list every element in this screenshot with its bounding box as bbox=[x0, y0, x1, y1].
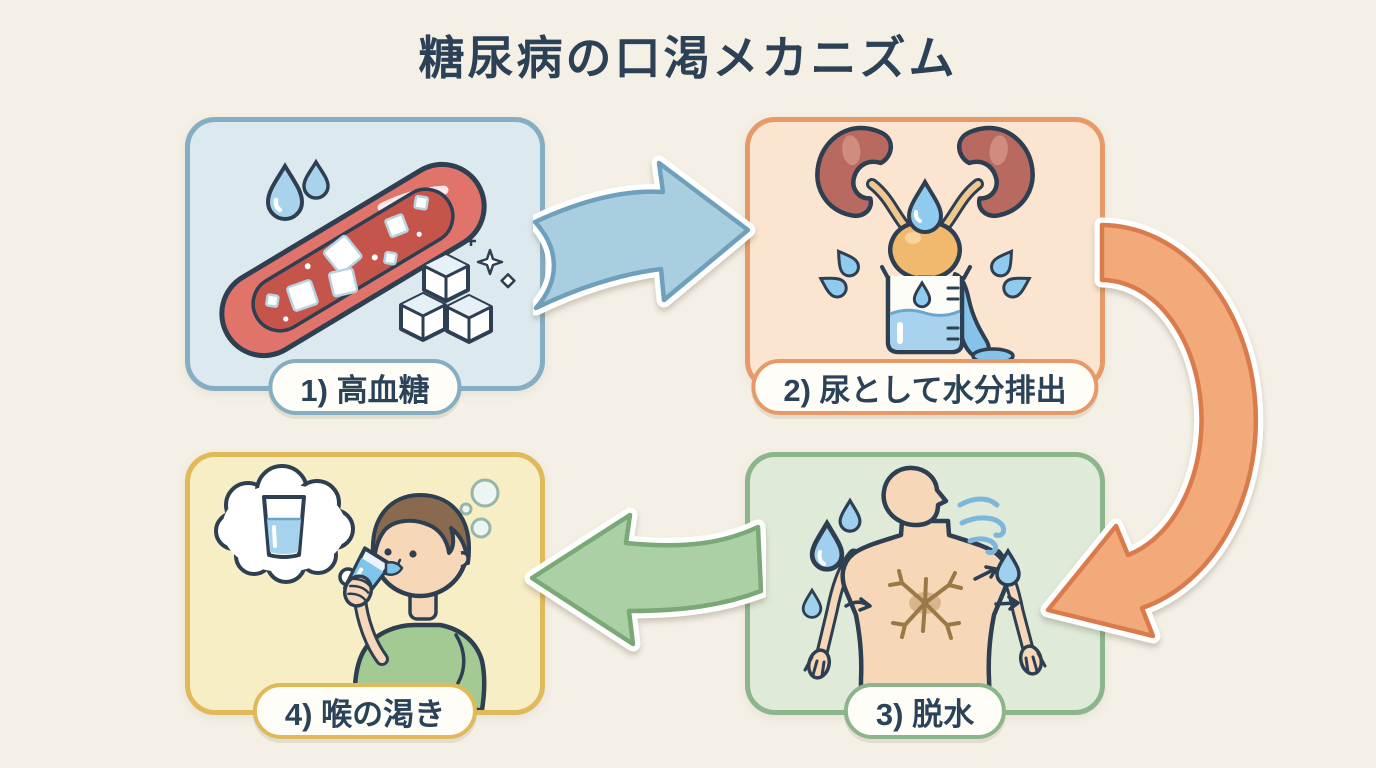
thought-bubble-icon bbox=[214, 464, 367, 596]
panel-step4-thirst: 4) 喉の渇き bbox=[185, 452, 545, 739]
person-drinking-icon bbox=[343, 493, 487, 710]
hand-icon bbox=[343, 574, 373, 608]
water-sip bbox=[384, 560, 404, 576]
page-title: 糖尿病の口渇メカニズム bbox=[418, 32, 958, 84]
hair bbox=[371, 493, 471, 565]
step1-label: 1) 高血糖 bbox=[268, 359, 462, 415]
splash-drops-icon bbox=[818, 249, 1032, 299]
dehydrated-body-icon bbox=[803, 465, 1047, 710]
kidney-left-icon bbox=[815, 125, 893, 219]
arrow-step2-to-step3-icon bbox=[1040, 217, 1264, 644]
water-drops-icon bbox=[265, 158, 330, 221]
urine-drop-icon bbox=[906, 177, 944, 234]
bubbles-icon bbox=[459, 478, 500, 539]
crack-lines-icon bbox=[888, 569, 963, 640]
ear bbox=[460, 551, 470, 569]
arrow-step3-to-step4-icon bbox=[524, 507, 766, 652]
kidney-right-icon bbox=[957, 125, 1035, 219]
arrow-step1-to-step2-icon bbox=[533, 155, 756, 316]
water-loss-arrows-icon bbox=[844, 565, 1020, 612]
sweat-drops-icon bbox=[801, 497, 1021, 619]
panel-step3-dehydration: 3) 脱水 bbox=[745, 452, 1105, 739]
blood-vessel-icon bbox=[219, 161, 487, 359]
water-glass-icon bbox=[262, 495, 306, 559]
blood-vessel-illustration bbox=[219, 158, 516, 359]
panel-step1-hyperglycemia: 1) 高血糖 bbox=[185, 117, 545, 415]
person-drinking-illustration bbox=[214, 464, 500, 710]
step4-label: 4) 喉の渇き bbox=[252, 683, 478, 739]
breath-icon bbox=[957, 496, 1007, 555]
sugar-cubes-icon bbox=[399, 253, 493, 344]
step3-label: 3) 脱水 bbox=[843, 683, 1007, 739]
beaker-icon bbox=[880, 265, 1015, 365]
kidneys-beaker-illustration bbox=[815, 125, 1035, 365]
step2-label: 2) 尿として水分排出 bbox=[751, 359, 1099, 415]
panel-step2-urination: 2) 尿として水分排出 bbox=[745, 117, 1105, 415]
sparkle-icon bbox=[466, 236, 516, 289]
hand-icon bbox=[803, 644, 1047, 680]
head-profile-icon bbox=[881, 465, 949, 528]
